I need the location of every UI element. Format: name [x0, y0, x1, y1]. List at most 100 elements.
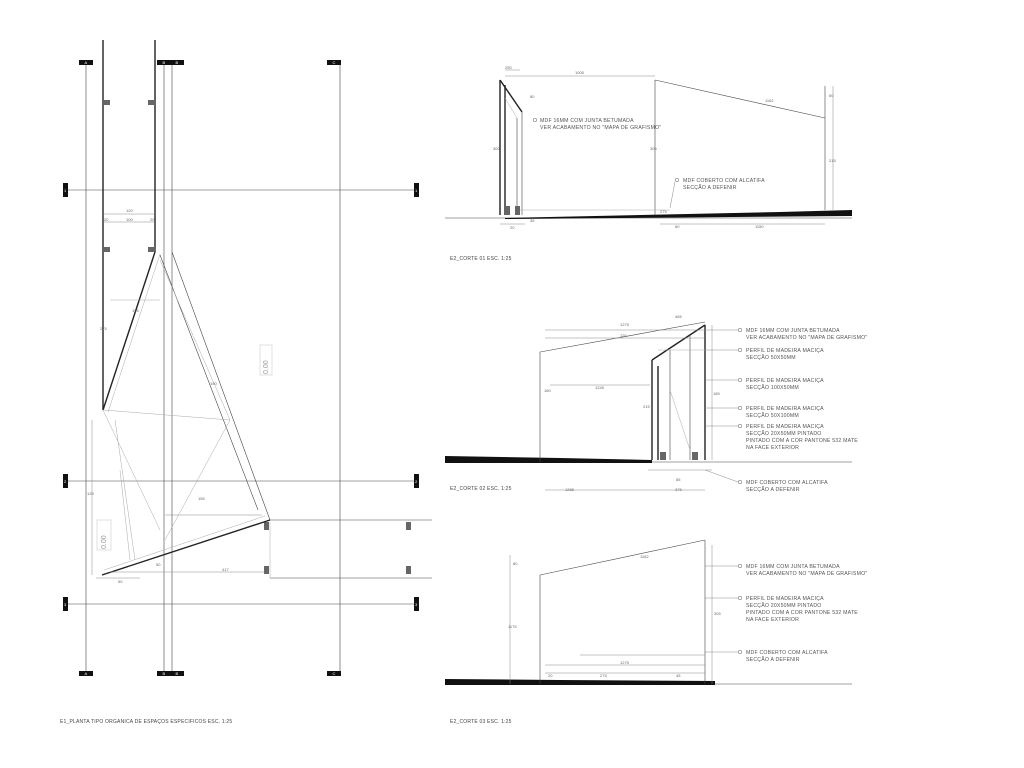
dim-label: 20: [104, 217, 109, 222]
post: [148, 100, 156, 105]
svg-text:1: 1: [64, 188, 67, 193]
svg-text:1005: 1005: [575, 70, 585, 75]
section-bottom: 1162 80 1175 305 1275 275 45 20 MDF 16MM…: [445, 539, 867, 725]
dim-label: 20: [150, 217, 155, 222]
svg-text:375: 375: [675, 487, 682, 492]
svg-text:B: B: [176, 60, 179, 65]
svg-text:SECÇÃO 20X50MM PINTADO: SECÇÃO 20X50MM PINTADO: [746, 602, 822, 609]
dim-label: 120: [126, 208, 133, 213]
svg-text:PINTADO COM A COR PANTONE 532: PINTADO COM A COR PANTONE 532 MATE: [746, 438, 858, 444]
base-wall: [101, 519, 271, 576]
post: [264, 566, 269, 574]
post: [148, 247, 156, 252]
diagonal-wall-1: [102, 251, 156, 411]
svg-text:80: 80: [513, 561, 518, 566]
svg-text:3: 3: [415, 602, 418, 607]
post: [102, 100, 110, 105]
svg-text:275: 275: [660, 209, 667, 214]
post: [264, 522, 269, 530]
svg-text:SECÇÃO 50X50MM: SECÇÃO 50X50MM: [746, 354, 796, 361]
svg-text:C: C: [333, 60, 336, 65]
svg-text:VER ACABAMENTO NO "MAPA DE GRA: VER ACABAMENTO NO "MAPA DE GRAFISMO": [746, 571, 867, 577]
post: [406, 522, 411, 530]
svg-text:300: 300: [493, 146, 500, 151]
svg-text:20: 20: [510, 225, 515, 230]
svg-text:SECÇÃO A DEFENIR: SECÇÃO A DEFENIR: [746, 656, 800, 663]
svg-text:SECÇÃO 20X50MM PINTADO: SECÇÃO 20X50MM PINTADO: [746, 430, 822, 437]
dim-label: 50: [156, 562, 161, 567]
svg-text:A: A: [85, 60, 88, 65]
post: [102, 247, 110, 252]
svg-text:MDF COBERTO COM ALCATIFA: MDF COBERTO COM ALCATIFA: [683, 178, 765, 184]
section-middle: 1275 465 120 180 1245 215 185 1265 85 37…: [445, 314, 867, 493]
section-bot-caption: E2_CORTE 03 ESC. 1:25: [450, 719, 512, 725]
floor-plan: 120 20 100 20 275 190 195 155 50 417 125…: [60, 40, 432, 725]
svg-text:MDF 16MM COM JUNTA BETUMADA: MDF 16MM COM JUNTA BETUMADA: [746, 328, 840, 334]
section-top-caption: E2_CORTE 01 ESC. 1:25: [450, 256, 512, 262]
svg-text:MDF COBERTO COM ALCATIFA: MDF COBERTO COM ALCATIFA: [746, 650, 828, 656]
svg-text:C: C: [333, 671, 336, 676]
plan-caption: E1_PLANTA TIPO ORGANICA DE ESPAÇOS ESPEC…: [60, 719, 232, 725]
grid-marker: A B B C A B B C 1 2 3 1 2 3: [63, 60, 419, 676]
svg-text:275: 275: [600, 673, 607, 678]
diagonal-wall-2: [171, 251, 271, 521]
svg-text:85: 85: [676, 477, 681, 482]
dim-label: 50: [118, 579, 123, 584]
dim-label: 155: [198, 496, 205, 501]
svg-text:PERFIL DE MADEIRA MACIÇA: PERFIL DE MADEIRA MACIÇA: [746, 424, 824, 430]
svg-text:B: B: [176, 671, 179, 676]
svg-text:1265: 1265: [565, 487, 575, 492]
svg-text:NA FACE EXTERIOR: NA FACE EXTERIOR: [746, 445, 799, 451]
svg-text:A: A: [85, 671, 88, 676]
svg-text:SECÇÃO 50X100MM: SECÇÃO 50X100MM: [746, 412, 799, 419]
plan-tag: 0.00: [263, 360, 270, 374]
svg-text:PERFIL DE MADEIRA MACIÇA: PERFIL DE MADEIRA MACIÇA: [746, 596, 824, 602]
svg-text:1162: 1162: [640, 554, 649, 559]
svg-text:1275: 1275: [620, 660, 630, 665]
svg-text:80: 80: [530, 94, 535, 99]
svg-text:465: 465: [675, 314, 682, 319]
svg-text:1162: 1162: [765, 98, 774, 103]
svg-text:NA FACE EXTERIOR: NA FACE EXTERIOR: [746, 617, 799, 623]
svg-text:35: 35: [530, 218, 535, 223]
svg-text:VER ACABAMENTO NO "MAPA DE GRA: VER ACABAMENTO NO "MAPA DE GRAFISMO": [540, 125, 661, 131]
svg-text:215: 215: [643, 404, 650, 409]
dim-label: 275: [100, 326, 107, 331]
svg-text:250: 250: [505, 65, 512, 70]
svg-text:60: 60: [675, 224, 680, 229]
dim-label: 190: [210, 381, 217, 386]
plan-tag: 0.00: [101, 535, 108, 549]
section-top: 250 1005 80 300 305 1162 60 215 20 35 27…: [445, 65, 852, 262]
svg-text:VER ACABAMENTO NO "MAPA DE GRA: VER ACABAMENTO NO "MAPA DE GRAFISMO": [746, 335, 867, 341]
section-mid-caption: E2_CORTE 02 ESC. 1:25: [450, 486, 512, 492]
svg-text:185: 185: [713, 391, 720, 396]
dim-label: 125: [87, 491, 94, 496]
dim-label: 100: [126, 217, 133, 222]
svg-text:MDF 16MM COM JUNTA BETUMADA: MDF 16MM COM JUNTA BETUMADA: [746, 564, 840, 570]
svg-text:PINTADO COM A COR PANTONE 532: PINTADO COM A COR PANTONE 532 MATE: [746, 610, 858, 616]
svg-text:1245: 1245: [595, 385, 605, 390]
dim-label: 417: [222, 567, 229, 572]
post: [406, 566, 411, 574]
svg-text:B: B: [163, 671, 166, 676]
svg-text:120: 120: [620, 333, 627, 338]
svg-text:B: B: [163, 60, 166, 65]
svg-text:MDF 16MM COM JUNTA BETUMADA: MDF 16MM COM JUNTA BETUMADA: [540, 118, 634, 124]
svg-text:60: 60: [829, 93, 834, 98]
dim-label: 195: [132, 308, 139, 313]
svg-text:2: 2: [64, 479, 67, 484]
svg-text:SECÇÃO 100X50MM: SECÇÃO 100X50MM: [746, 384, 799, 391]
svg-text:305: 305: [714, 611, 721, 616]
svg-text:305: 305: [650, 146, 657, 151]
svg-text:SECÇÃO A DEFENIR: SECÇÃO A DEFENIR: [746, 486, 800, 493]
svg-text:PERFIL DE MADEIRA MACIÇA: PERFIL DE MADEIRA MACIÇA: [746, 406, 824, 412]
svg-text:PERFIL DE MADEIRA MACIÇA: PERFIL DE MADEIRA MACIÇA: [746, 348, 824, 354]
svg-text:2: 2: [415, 479, 418, 484]
svg-text:1275: 1275: [620, 322, 630, 327]
svg-text:1175: 1175: [508, 624, 517, 629]
svg-text:215: 215: [829, 158, 836, 163]
svg-text:PERFIL DE MADEIRA MACIÇA: PERFIL DE MADEIRA MACIÇA: [746, 378, 824, 384]
svg-text:1: 1: [415, 188, 418, 193]
svg-text:3: 3: [64, 602, 67, 607]
